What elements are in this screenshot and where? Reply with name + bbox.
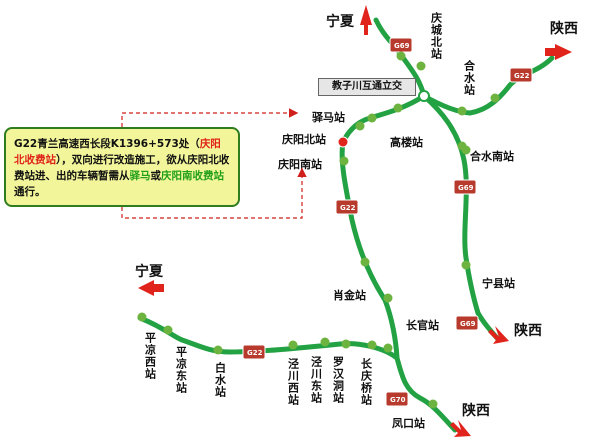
station-changguan: 长官站 (406, 318, 439, 332)
station-dot (367, 113, 377, 123)
station-dot (137, 312, 147, 322)
shield-g69-mid: G69 (453, 179, 477, 195)
station-ningxian: 宁县站 (482, 276, 515, 290)
station-jingchuan-east: 泾川东站 (310, 356, 324, 404)
road-g70 (394, 355, 458, 433)
station-heshui: 合水站 (463, 59, 476, 96)
shield-g22-left: G22 (242, 344, 266, 360)
notice-text: 或 (150, 170, 162, 182)
notice-highlight-qingyang-south: 庆阳南收费站 (161, 170, 224, 182)
interchange-node (418, 90, 430, 102)
station-qingyang-south: 庆阳南站 (277, 157, 322, 171)
connector-to-yima (121, 108, 299, 127)
station-dot (393, 103, 403, 113)
notice-text: G22青兰高速西长段K1396+573处（ (14, 138, 200, 150)
svg-text:G70: G70 (390, 396, 406, 404)
station-xiaojin: 肖金站 (333, 288, 366, 302)
direction-arrows (138, 5, 572, 437)
station-changqingqiao: 长庆桥站 (360, 357, 374, 406)
road-g69-south (421, 93, 500, 341)
notice-connectors (121, 108, 307, 219)
closure-notice: G22青兰高速西长段K1396+573处（庆阳北收费站），双向进行改造施工，欲从… (4, 127, 240, 207)
road-g22-south (339, 139, 400, 361)
arrow-down-right-icon (488, 326, 509, 344)
station-gaolou: 高楼站 (390, 135, 423, 149)
shield-g22-mid: G22 (335, 199, 359, 215)
station-dot (355, 121, 365, 131)
station-baishui: 白水站 (214, 361, 227, 398)
station-dot (339, 156, 349, 166)
interchange-label: 教子川互通立交 (318, 78, 416, 96)
svg-text:G69: G69 (458, 184, 474, 192)
station-qingyang-north: 庆阳北站 (281, 132, 326, 146)
shield-g70: G70 (385, 391, 409, 407)
station-dot (461, 260, 471, 270)
station-qingcheng-north: 庆城北站 (430, 11, 444, 60)
station-dot (461, 145, 471, 155)
station-dot (490, 93, 500, 103)
svg-text:G22: G22 (340, 204, 356, 212)
station-dot (416, 61, 426, 71)
direction-ningxia-left: 宁夏 (135, 263, 164, 280)
notice-highlight-closed-station: 庆阳北收费站 (14, 138, 221, 166)
notice-highlight-yima: 驿马 (129, 170, 151, 182)
station-dot (288, 340, 298, 350)
notice-text: 通行。 (14, 186, 46, 198)
station-dot (428, 399, 438, 409)
station-dot (213, 345, 223, 355)
station-dot (457, 106, 467, 116)
station-jingchuan-west: 泾川西站 (287, 358, 301, 406)
station-dot (341, 339, 351, 349)
station-fengkou: 凤口站 (392, 416, 425, 430)
road-g22-east (421, 55, 555, 116)
station-dot (360, 257, 370, 267)
station-pingliang-west: 平凉西站 (144, 332, 157, 380)
svg-text:G22: G22 (247, 349, 263, 357)
arrow-left-icon (138, 280, 164, 296)
direction-shaanxi-top: 陕西 (550, 20, 578, 37)
direction-shaanxi-mid: 陕西 (514, 322, 542, 339)
shield-g69-top: G69 (389, 37, 413, 53)
svg-text:G22: G22 (514, 72, 530, 80)
arrow-up-icon (360, 5, 372, 35)
station-dot (163, 325, 173, 335)
notice-text: ），双向进行改造施工，欲从庆阳北收费站进、出的车辆暂需从 (14, 154, 230, 182)
station-dot (396, 51, 406, 61)
station-pingliang-east: 平凉东站 (175, 346, 188, 394)
svg-text:G69: G69 (460, 320, 476, 328)
station-dot (367, 340, 377, 350)
connector-to-qingyang-south (121, 167, 307, 219)
station-dots (137, 51, 500, 409)
station-heshui-south: 合水南站 (470, 149, 514, 163)
station-dot (383, 293, 393, 303)
direction-ningxia-top: 宁夏 (326, 13, 355, 30)
svg-text:G69: G69 (394, 42, 410, 50)
station-dot (320, 337, 330, 347)
direction-shaanxi-bottom: 陕西 (462, 402, 490, 419)
station-luohanyan: 罗汉洞站 (332, 356, 345, 404)
shield-g22-right: G22 (509, 67, 533, 83)
road-g22-west-far (137, 315, 400, 361)
arrow-down-right-icon-2 (450, 420, 471, 437)
station-dot (383, 343, 393, 353)
station-yima: 驿马站 (312, 110, 345, 124)
arrow-right-icon (545, 44, 572, 60)
closed-station-dot (337, 136, 349, 148)
shield-g69-low: G69 (455, 315, 479, 331)
